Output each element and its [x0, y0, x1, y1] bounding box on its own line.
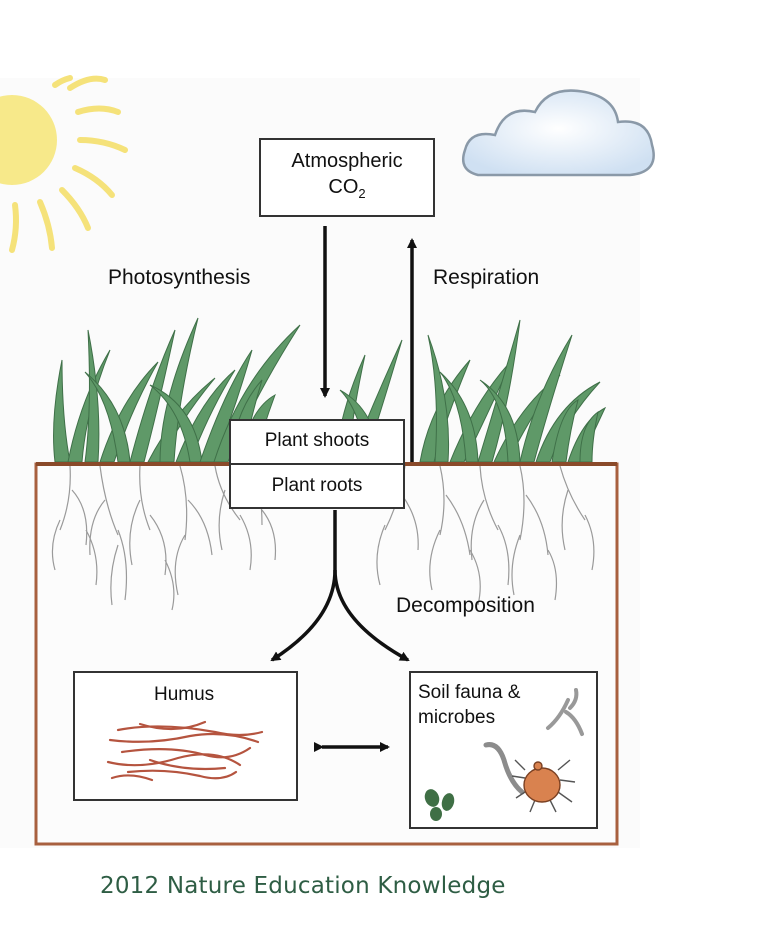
soil-fauna-box [409, 671, 598, 829]
fungal-hyphae-icon [546, 688, 584, 736]
atmospheric-label: Atmospheric [291, 150, 403, 172]
sun-icon [0, 75, 128, 253]
soil-fauna-line2: microbes [418, 707, 496, 728]
co2-subscript: 2 [358, 186, 366, 201]
humus-fibers-illustration [106, 720, 264, 782]
caption: 2012 Nature Education Knowledge [100, 873, 506, 899]
soil-fauna-label: Soil fauna & microbes [418, 680, 520, 730]
decomposition-arrows [270, 510, 410, 662]
atmospheric-co2-box [259, 138, 435, 217]
co2-label: CO2 [260, 174, 434, 207]
roots-illustration [51, 465, 595, 611]
worm-icon [483, 742, 525, 795]
decomposition-label: Decomposition [396, 594, 535, 617]
respiration-label: Respiration [433, 266, 540, 289]
microbe-cells-icon [424, 789, 455, 821]
humus-label: Humus [154, 684, 215, 705]
mite-icon [511, 759, 576, 813]
co2-main: CO [328, 176, 359, 198]
soil-fauna-line1: Soil fauna & [418, 682, 521, 703]
atmospheric-co2-label: Atmospheric CO2 [260, 148, 434, 207]
plant-roots-label: Plant roots [271, 475, 363, 496]
grass-illustration [53, 317, 607, 463]
photosynthesis-label: Photosynthesis [108, 266, 251, 289]
plant-roots-box [229, 463, 405, 509]
plant-shoots-label: Plant shoots [264, 430, 370, 451]
cloud-icon [461, 89, 655, 177]
